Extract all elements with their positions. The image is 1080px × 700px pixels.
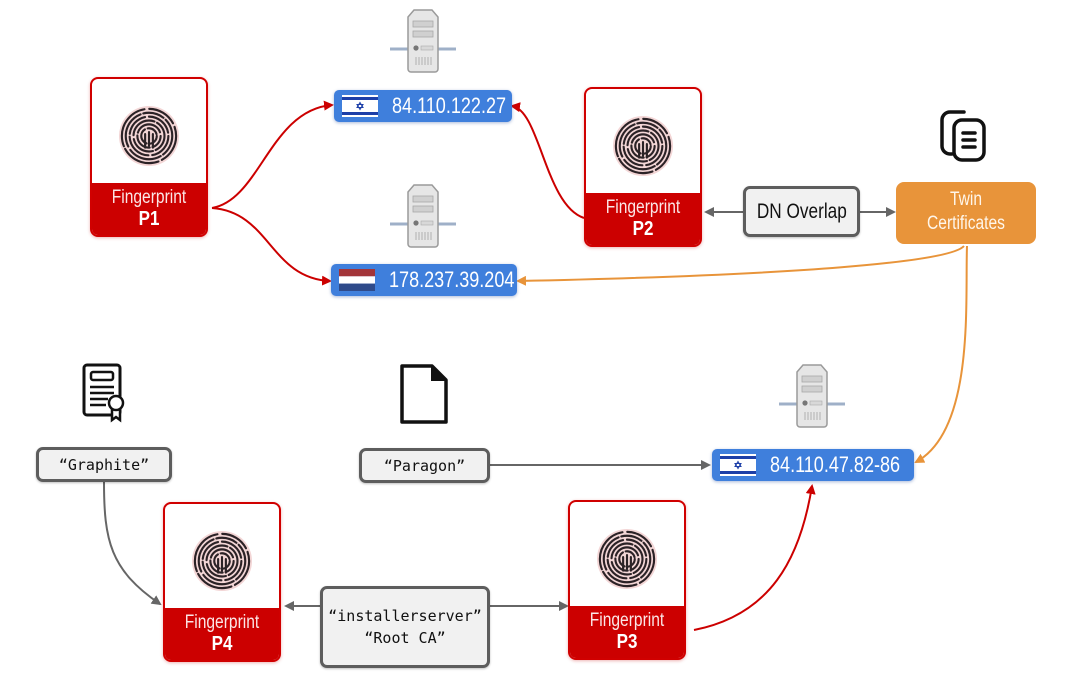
server-icon [388,5,458,75]
fingerprint-label: Fingerprint P4 [165,608,279,660]
fingerprint-title: Fingerprint [605,197,681,218]
fingerprint-id: P3 [616,631,638,653]
fingerprint-card-p2[interactable]: Fingerprint P2 [584,87,702,247]
installer-label-line1: “installerserver” [328,607,482,625]
edge-twin-to-ip2 [516,245,965,286]
edge-p1-to-ip2 [211,207,332,286]
fingerprint-card-p1[interactable]: Fingerprint P1 [90,77,208,237]
fingerprint-title: Fingerprint [589,610,665,631]
graphite-label: “Graphite” [58,455,150,474]
installer-label-line2: “Root CA” [364,629,446,647]
netherlands-flag-icon [339,269,375,291]
dn-overlap-label: DN Overlap [756,199,847,223]
ip-address: 178.237.39.204 [389,267,515,292]
document-icon [400,364,448,424]
server-icon [777,360,847,430]
certificate-icon [82,363,125,423]
installerserver-root-ca-node[interactable]: “installerserver” “Root CA” [320,586,490,668]
israel-flag-icon [342,95,378,117]
fingerprint-id: P4 [211,633,233,655]
edge-p3-to-ip3 [693,484,816,631]
ip-address: 84.110.122.27 [392,93,507,118]
fingerprint-icon [596,528,658,590]
ip-node-84-110-47-82-86[interactable]: 84.110.47.82-86 [712,449,914,481]
edge-twin-to-ip3 [914,245,968,463]
fingerprint-card-p4[interactable]: Fingerprint P4 [163,502,281,662]
twin-label-line2: Certificates [927,213,1005,234]
fingerprint-icon [612,115,674,177]
twin-certificates-node[interactable]: Twin Certificates [896,182,1036,244]
fingerprint-id: P1 [138,208,160,230]
dn-overlap-node[interactable]: DN Overlap [743,186,860,237]
copy-document-icon [940,110,986,162]
fingerprint-title: Fingerprint [111,187,187,208]
paragon-label: “Paragon” [383,456,466,475]
fingerprint-label: Fingerprint P2 [586,193,700,245]
ip-node-178-237-39-204[interactable]: 178.237.39.204 [331,264,517,296]
server-icon [388,180,458,250]
fingerprint-icon [118,105,180,167]
ip-address: 84.110.47.82-86 [770,452,901,477]
ip-node-84-110-122-27[interactable]: 84.110.122.27 [334,90,512,122]
edge-p1-to-ip1 [211,100,334,209]
twin-label-line1: Twin [949,189,983,210]
israel-flag-icon [720,454,756,476]
fingerprint-icon [191,530,253,592]
fingerprint-card-p3[interactable]: Fingerprint P3 [568,500,686,660]
edge-p2-to-ip1 [510,102,585,219]
fingerprint-id: P2 [632,218,654,240]
fingerprint-label: Fingerprint P1 [92,183,206,235]
fingerprint-label: Fingerprint P3 [570,606,684,658]
paragon-node[interactable]: “Paragon” [359,448,490,483]
graphite-node[interactable]: “Graphite” [36,447,172,482]
edge-graphite-to-p4 [103,481,162,606]
fingerprint-title: Fingerprint [184,612,260,633]
